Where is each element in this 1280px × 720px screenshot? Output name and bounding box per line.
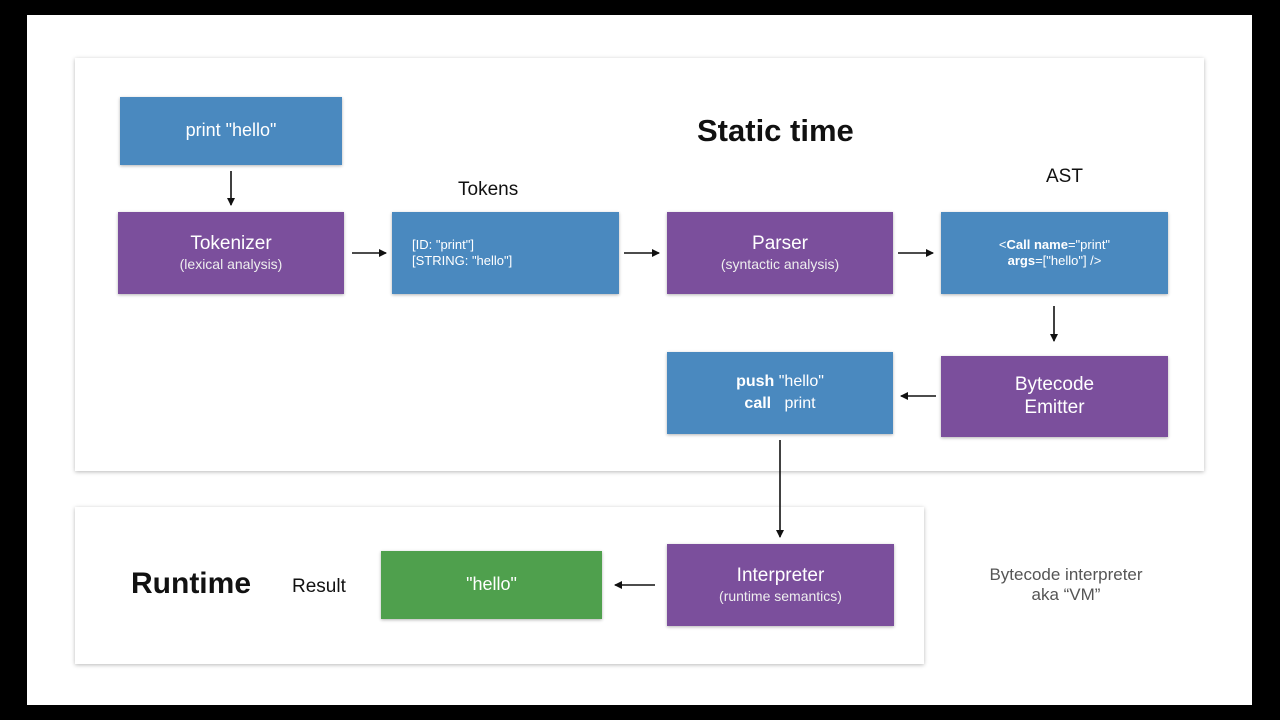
tokenizer-box: Tokenizer (lexical analysis) bbox=[118, 212, 344, 294]
tokens-caption: Tokens bbox=[458, 179, 519, 200]
tokenizer-title: Tokenizer bbox=[190, 233, 272, 255]
emitter-line2: Emitter bbox=[1024, 396, 1085, 418]
result-box: "hello" bbox=[381, 551, 602, 619]
source-code-text: print "hello" bbox=[185, 120, 277, 141]
result-label: Result bbox=[292, 576, 346, 597]
source-code-box: print "hello" bbox=[120, 97, 342, 165]
ast-line2: args=["hello"] /> bbox=[1007, 253, 1102, 268]
parser-subtitle: (syntactic analysis) bbox=[720, 256, 840, 272]
bytecode-emitter-box: Bytecode Emitter bbox=[941, 356, 1168, 437]
static-time-title: Static time bbox=[697, 113, 854, 148]
tokens-box: [ID: "print"] [STRING: "hello"] bbox=[392, 212, 619, 294]
interpreter-title: Interpreter bbox=[736, 565, 825, 587]
emitter-line1: Bytecode bbox=[1014, 373, 1095, 395]
result-value: "hello" bbox=[466, 574, 517, 595]
tokenizer-subtitle: (lexical analysis) bbox=[179, 256, 283, 272]
parser-box: Parser (syntactic analysis) bbox=[667, 212, 893, 294]
vm-note-line1: Bytecode interpreter bbox=[989, 565, 1143, 584]
runtime-title: Runtime bbox=[131, 567, 251, 600]
parser-title: Parser bbox=[752, 233, 808, 255]
vm-note-line2: aka “VM” bbox=[1031, 585, 1101, 605]
token-string: [STRING: "hello"] bbox=[412, 253, 513, 268]
interpreter-box: Interpreter (runtime semantics) bbox=[667, 544, 894, 626]
bytecode-box: push "hello" call print bbox=[667, 352, 893, 434]
ast-line1: <Call name="print" bbox=[998, 237, 1111, 253]
ast-box: <Call name="print" args=["hello"] /> bbox=[941, 212, 1168, 294]
interpreter-subtitle: (runtime semantics) bbox=[719, 588, 842, 604]
bytecode-line2: call print bbox=[744, 395, 816, 412]
vm-note: Bytecode interpreter aka “VM” bbox=[966, 565, 1166, 606]
ast-caption: AST bbox=[1046, 166, 1083, 187]
bytecode-line1: push "hello" bbox=[736, 373, 824, 391]
token-id: [ID: "print"] bbox=[412, 237, 474, 253]
